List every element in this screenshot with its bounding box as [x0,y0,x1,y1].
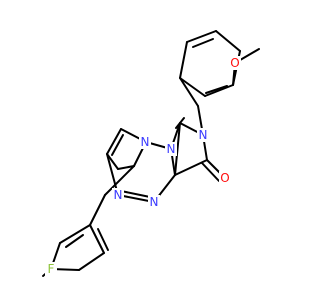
bond-line [89,194,106,226]
bond-line [179,77,199,107]
bond-line [192,38,214,48]
atom-n-pyrazole: N [139,135,151,149]
atom-n-triazine-2: N [148,195,160,209]
atom-n-pyrazole-bridge: N [165,142,177,156]
atom-label-o-methoxy: O [230,56,239,70]
bond-line [59,224,91,244]
atom-label-o-carbonyl: O [220,171,229,185]
atom-f-fluoro: F [45,262,57,276]
bond-line [175,117,185,129]
bond-line [104,165,135,196]
bond-line [89,224,105,254]
atom-label-n-triazine-1: N [114,188,123,202]
atom-n-pyridinone: N [197,128,209,142]
bond-line [179,41,188,79]
bond-line [111,134,124,156]
bond-line [186,30,217,43]
bond-line [179,77,206,97]
bond-line [120,190,151,198]
bond-line [174,122,181,176]
atom-label-f-fluoro: F [48,262,55,276]
atom-label-n-triazine-2: N [150,195,159,209]
bond-line [201,162,220,182]
atom-label-layer: N N N N N O O [45,56,241,276]
bond-line [205,85,228,94]
atom-label-n-pyrazole: N [141,135,150,149]
bond-line [97,228,109,251]
molecule-canvas: N N N N N O O [42,30,260,277]
bond-line [78,252,105,271]
atom-label-n-pyrazole-bridge: N [167,142,176,156]
atom-n-triazine-1: N [112,188,124,202]
atom-o-carbonyl: O [219,171,231,185]
atom-label-n-pyridinone: N [199,128,208,142]
bond-line [106,153,119,170]
bond-line [117,165,135,170]
bond-line [106,128,122,155]
bond-line [204,84,234,97]
bond-layer [42,30,260,277]
molecule-structure-diagram: N N N N N O O [42,30,260,277]
bond-line [65,234,84,248]
bond-line [215,30,241,52]
atom-o-methoxy: O [229,56,241,70]
